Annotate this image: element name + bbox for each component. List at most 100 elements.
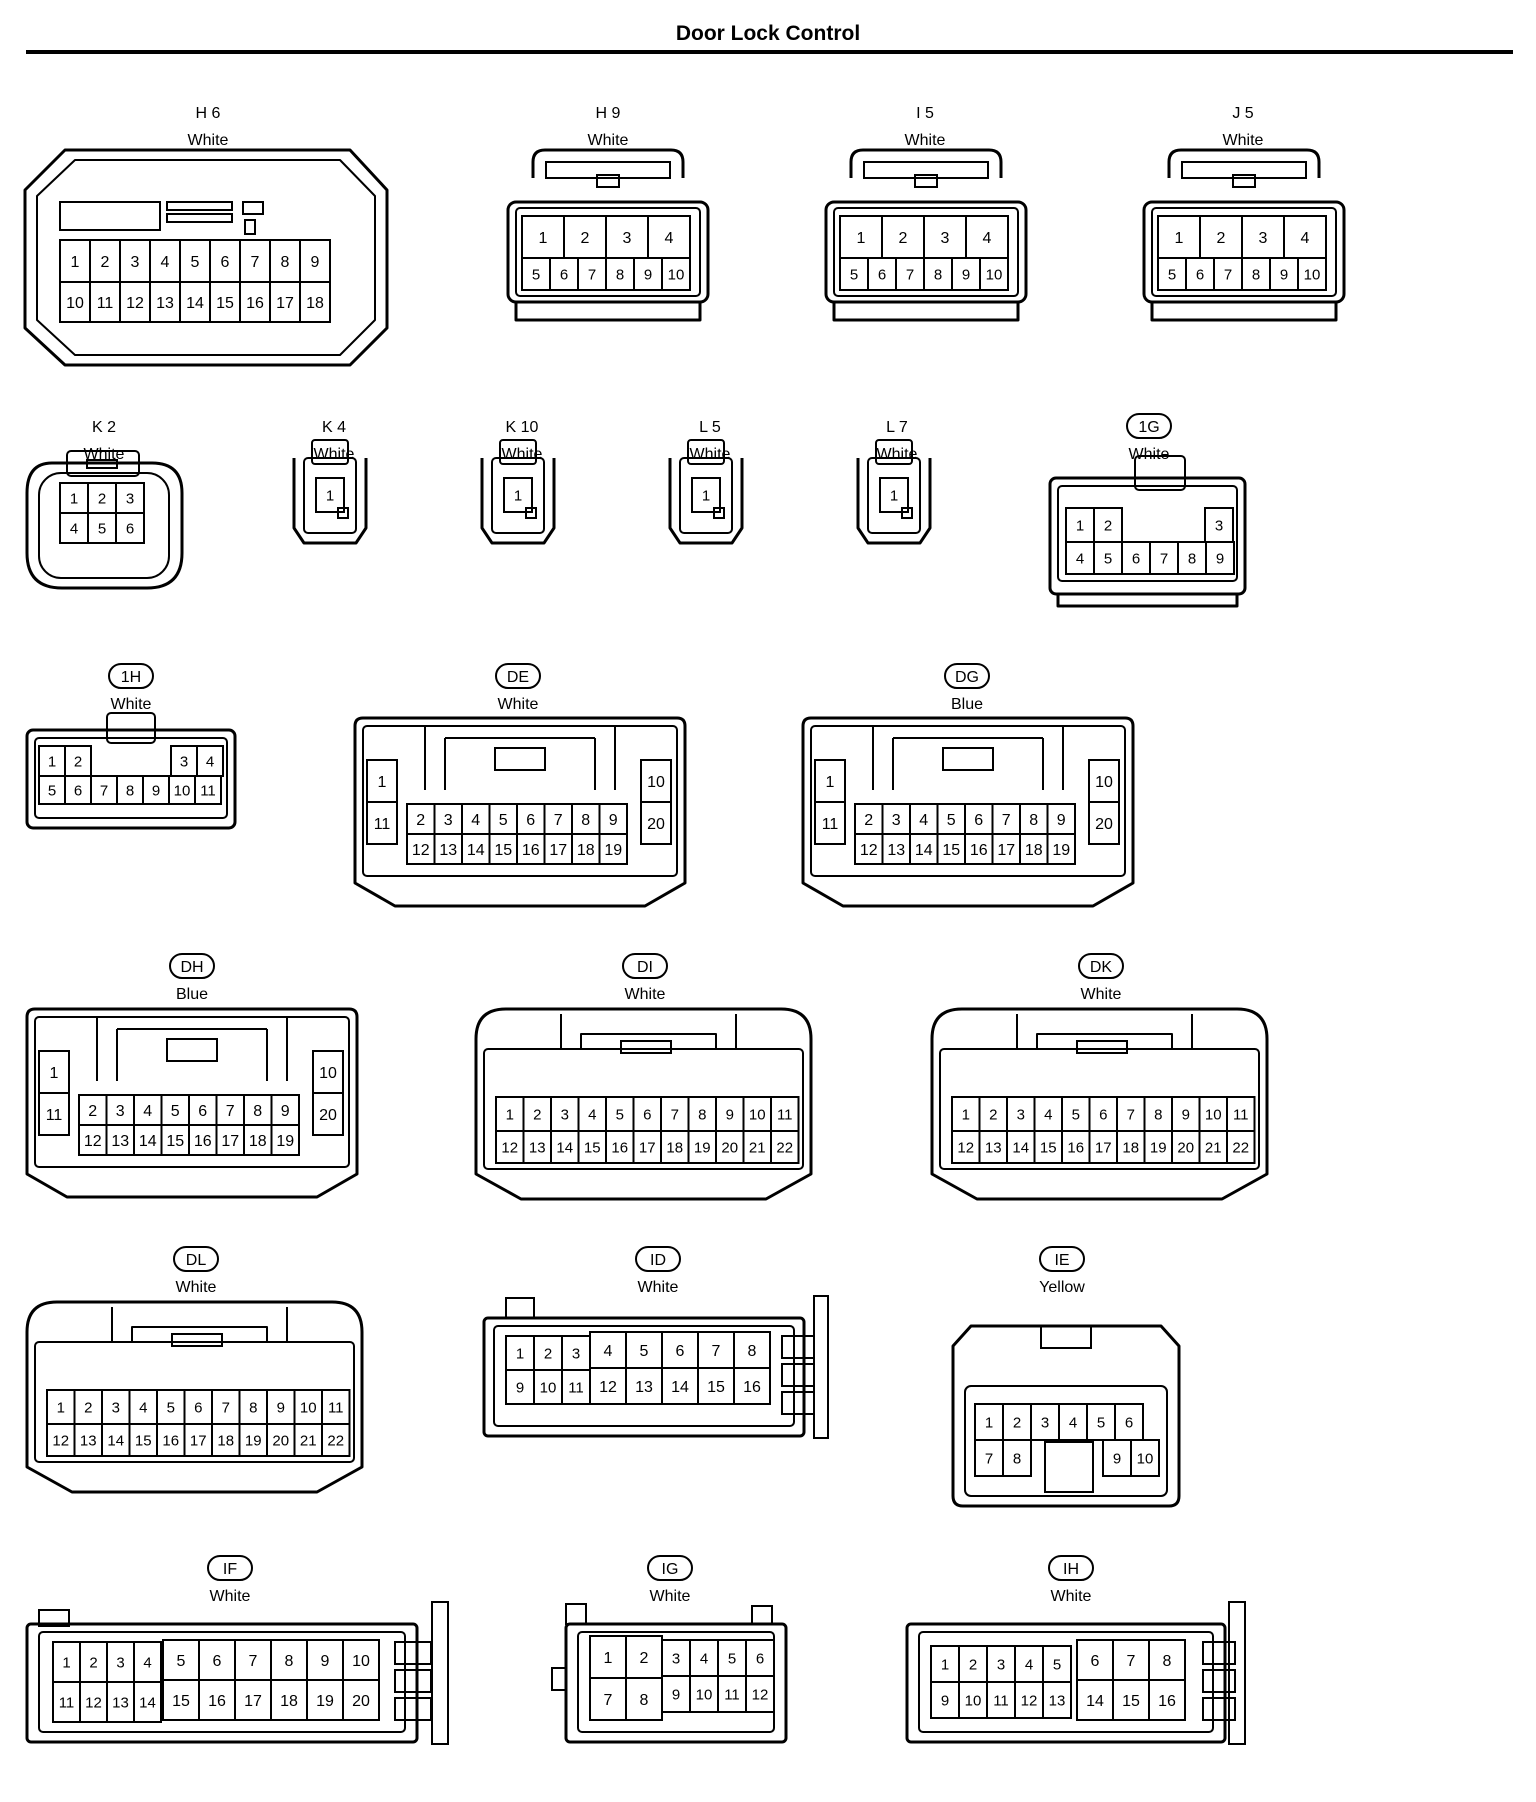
pin-label: 5 bbox=[48, 782, 56, 799]
pin-label: 10 bbox=[1095, 774, 1113, 791]
pin-label: 8 bbox=[640, 1692, 649, 1709]
connector-name: DI bbox=[637, 959, 653, 976]
pin-label: 5 bbox=[171, 1103, 180, 1120]
pin-label: 2 bbox=[416, 812, 425, 829]
pin-label: 18 bbox=[306, 295, 324, 312]
pin-label: 4 bbox=[139, 1399, 147, 1416]
pin-label: 15 bbox=[942, 842, 960, 859]
connector-badge bbox=[169, 953, 215, 979]
pin-label: 6 bbox=[1091, 1653, 1100, 1670]
pin-cell bbox=[733, 1367, 771, 1405]
pin-cell bbox=[1002, 1439, 1032, 1477]
pin-label: 1 bbox=[514, 487, 522, 504]
connector-badge bbox=[207, 1555, 253, 1581]
pin-label: 8 bbox=[285, 1653, 294, 1670]
pin-label: 2 bbox=[969, 1656, 977, 1673]
pin-label: 9 bbox=[1113, 1450, 1121, 1467]
pin-label: 1 bbox=[506, 1106, 514, 1123]
pin-label: 9 bbox=[152, 782, 160, 799]
connector-color: Blue bbox=[951, 696, 983, 713]
pin-label: 12 bbox=[126, 295, 144, 312]
pin-label: 6 bbox=[1196, 266, 1204, 283]
pin-label: 3 bbox=[572, 1345, 580, 1362]
pin-label: 4 bbox=[983, 230, 992, 247]
connector-name: IG bbox=[662, 1561, 679, 1578]
connector-name: K 2 bbox=[92, 419, 116, 436]
pin-label: 14 bbox=[139, 1133, 157, 1150]
pin-label: 5 bbox=[191, 254, 200, 271]
pin-label: 19 bbox=[694, 1139, 711, 1156]
pin-label: 4 bbox=[1301, 230, 1310, 247]
pin-label: 13 bbox=[985, 1139, 1002, 1156]
pin-label: 1 bbox=[57, 1399, 65, 1416]
pin-label: 3 bbox=[1017, 1106, 1025, 1123]
pin-label: 15 bbox=[172, 1693, 190, 1710]
pin-label: 6 bbox=[560, 266, 568, 283]
pin-label: 5 bbox=[1097, 1414, 1105, 1431]
pin-label: 12 bbox=[752, 1686, 769, 1703]
pin-label: 2 bbox=[1013, 1414, 1021, 1431]
pin-label: 20 bbox=[1177, 1139, 1194, 1156]
pin-label: 13 bbox=[439, 842, 457, 859]
pin-label: 8 bbox=[1029, 812, 1038, 829]
pin-label: 1 bbox=[604, 1650, 613, 1667]
pin-label: 7 bbox=[906, 266, 914, 283]
pin-label: 3 bbox=[180, 753, 188, 770]
pin-label: 8 bbox=[581, 812, 590, 829]
pin-cell bbox=[315, 477, 345, 513]
connector-name: DG bbox=[955, 669, 979, 686]
pin-label: 11 bbox=[328, 1399, 344, 1416]
pin-label: 14 bbox=[671, 1379, 689, 1396]
pin-label: 8 bbox=[698, 1106, 706, 1123]
pin-label: 11 bbox=[374, 816, 391, 833]
pin-label: 20 bbox=[647, 816, 665, 833]
pin-label: 6 bbox=[676, 1343, 685, 1360]
pin-label: 9 bbox=[311, 254, 320, 271]
pin-label: 4 bbox=[206, 753, 214, 770]
pin-cell bbox=[194, 775, 222, 805]
pin-label: 10 bbox=[540, 1379, 557, 1396]
pin-label: 13 bbox=[112, 1694, 129, 1711]
connector-name: J 5 bbox=[1232, 105, 1253, 122]
pin-label: 9 bbox=[644, 266, 652, 283]
pin-label: 19 bbox=[276, 1133, 294, 1150]
pin-label: 20 bbox=[272, 1432, 289, 1449]
pin-label: 8 bbox=[126, 782, 134, 799]
pin-label: 6 bbox=[194, 1399, 202, 1416]
pin-label: 14 bbox=[139, 1694, 156, 1711]
pin-label: 17 bbox=[1095, 1139, 1112, 1156]
pin-label: 9 bbox=[1057, 812, 1066, 829]
pin-cell bbox=[299, 281, 331, 323]
pin-label: 4 bbox=[161, 254, 170, 271]
pin-cell bbox=[745, 1675, 775, 1713]
pin-cell bbox=[133, 1681, 162, 1723]
pin-label: 1 bbox=[1076, 517, 1084, 534]
pin-cell bbox=[979, 257, 1009, 291]
pin-cell bbox=[312, 1092, 344, 1136]
pin-label: 14 bbox=[915, 842, 933, 859]
pin-label: 6 bbox=[213, 1653, 222, 1670]
pin-label: 20 bbox=[319, 1107, 337, 1124]
pin-cell bbox=[640, 801, 672, 845]
pin-label: 7 bbox=[226, 1103, 235, 1120]
pin-label: 3 bbox=[892, 812, 901, 829]
pin-label: 4 bbox=[143, 1654, 151, 1671]
pin-label: 8 bbox=[1163, 1653, 1172, 1670]
pin-label: 10 bbox=[1304, 266, 1321, 283]
pin-label: 11 bbox=[1233, 1106, 1249, 1123]
pin-label: 18 bbox=[249, 1133, 267, 1150]
pin-label: 11 bbox=[59, 1694, 75, 1711]
connector-badge bbox=[1039, 1246, 1085, 1272]
connector-color: White bbox=[650, 1588, 691, 1605]
pin-label: 6 bbox=[1125, 1414, 1133, 1431]
connector-badge bbox=[647, 1555, 693, 1581]
connector-badge bbox=[108, 663, 154, 689]
pin-label: 9 bbox=[516, 1379, 524, 1396]
connector-name: IF bbox=[223, 1561, 237, 1578]
